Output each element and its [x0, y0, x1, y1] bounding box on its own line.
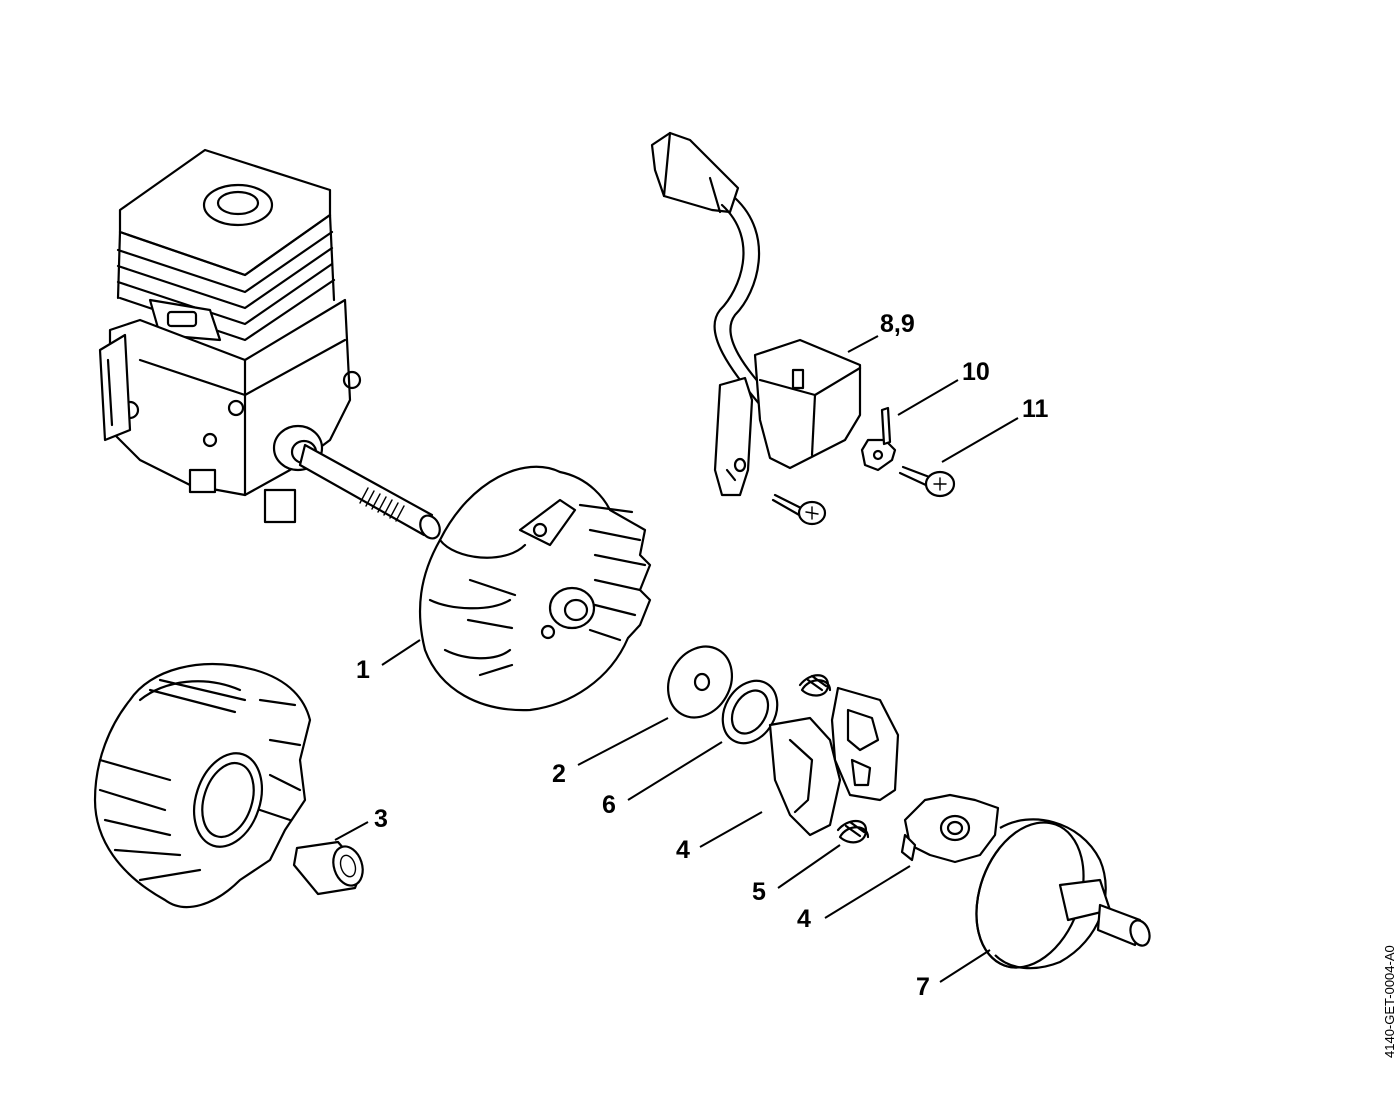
- callout-2: 2: [552, 760, 566, 788]
- shaft-thread: [359, 487, 405, 522]
- clutch-carrier: [900, 793, 1000, 864]
- leader-lines: [334, 335, 1019, 983]
- drawing-id: 4140-GET-0004-A0: [1382, 945, 1397, 1058]
- spring-top: [798, 674, 832, 697]
- flywheel: [418, 465, 652, 712]
- washer: [667, 645, 733, 719]
- screw: [898, 465, 956, 498]
- callout-3: 3: [374, 805, 388, 833]
- callout-7: 7: [916, 973, 930, 1001]
- spring-bottom: [836, 819, 870, 844]
- callout-8-9: 8,9: [880, 310, 915, 338]
- fan-wheel: [93, 663, 312, 909]
- contact-plate: [860, 406, 897, 472]
- sleeve: [292, 840, 364, 896]
- ignition-module: [650, 131, 862, 526]
- engine-cylinder-assembly: [98, 148, 441, 540]
- callout-1: 1: [356, 656, 370, 684]
- callout-4-carrier: 4: [797, 905, 811, 933]
- callout-5: 5: [752, 878, 766, 906]
- clutch-shoes: [768, 686, 900, 837]
- clutch-drum: [975, 818, 1151, 970]
- callout-11: 11: [1022, 395, 1049, 423]
- callout-6: 6: [602, 791, 616, 819]
- coil-screw: [771, 493, 827, 526]
- callout-10: 10: [962, 358, 990, 386]
- callout-4-shoe: 4: [676, 836, 690, 864]
- callout-labels: 1 2 6 3 4 5 4 7 8,9 10 11: [356, 310, 1049, 1001]
